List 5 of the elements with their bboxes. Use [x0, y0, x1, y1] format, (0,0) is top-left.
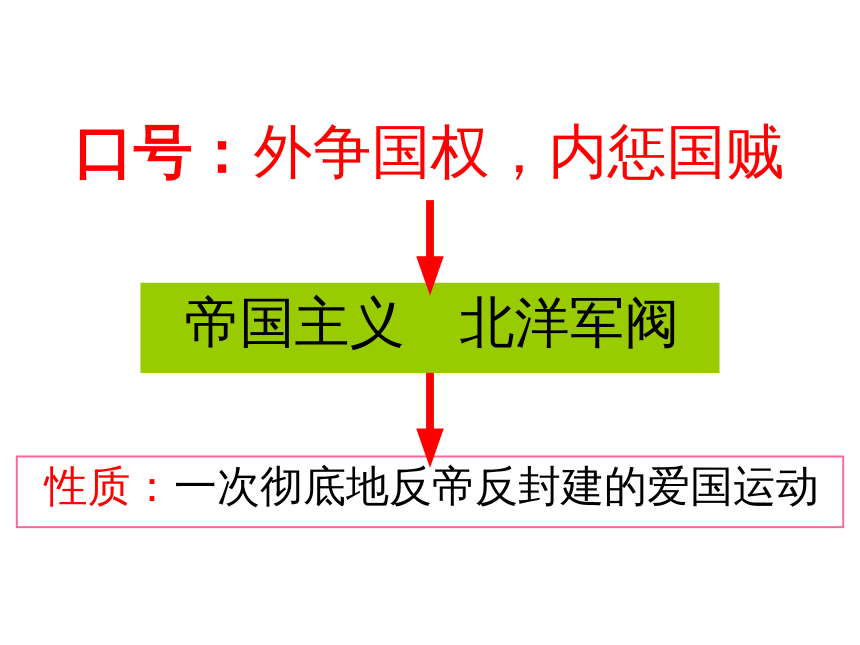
- arrow: [416, 200, 444, 296]
- node-text: 口号：外争国权，内惩国贼: [74, 116, 784, 186]
- node-box: 性质：一次彻底地反帝反封建的爱国运动: [16, 455, 844, 528]
- node-box: 帝国主义 北洋军阀: [140, 282, 720, 373]
- arrow: [416, 372, 444, 468]
